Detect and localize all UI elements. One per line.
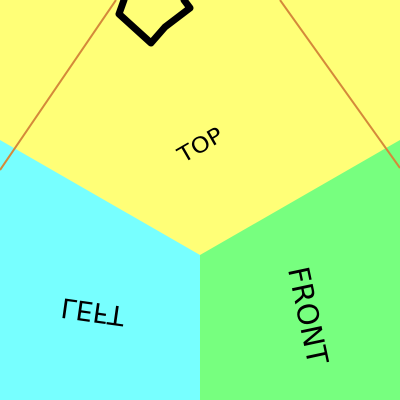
orientation-mark-icon xyxy=(115,0,194,47)
cube-edge-right xyxy=(279,0,400,169)
cube-face-top[interactable] xyxy=(0,0,400,255)
cube-edge-left xyxy=(0,0,117,171)
cube-face-front[interactable] xyxy=(200,140,400,400)
cube-face-left[interactable] xyxy=(0,140,200,400)
